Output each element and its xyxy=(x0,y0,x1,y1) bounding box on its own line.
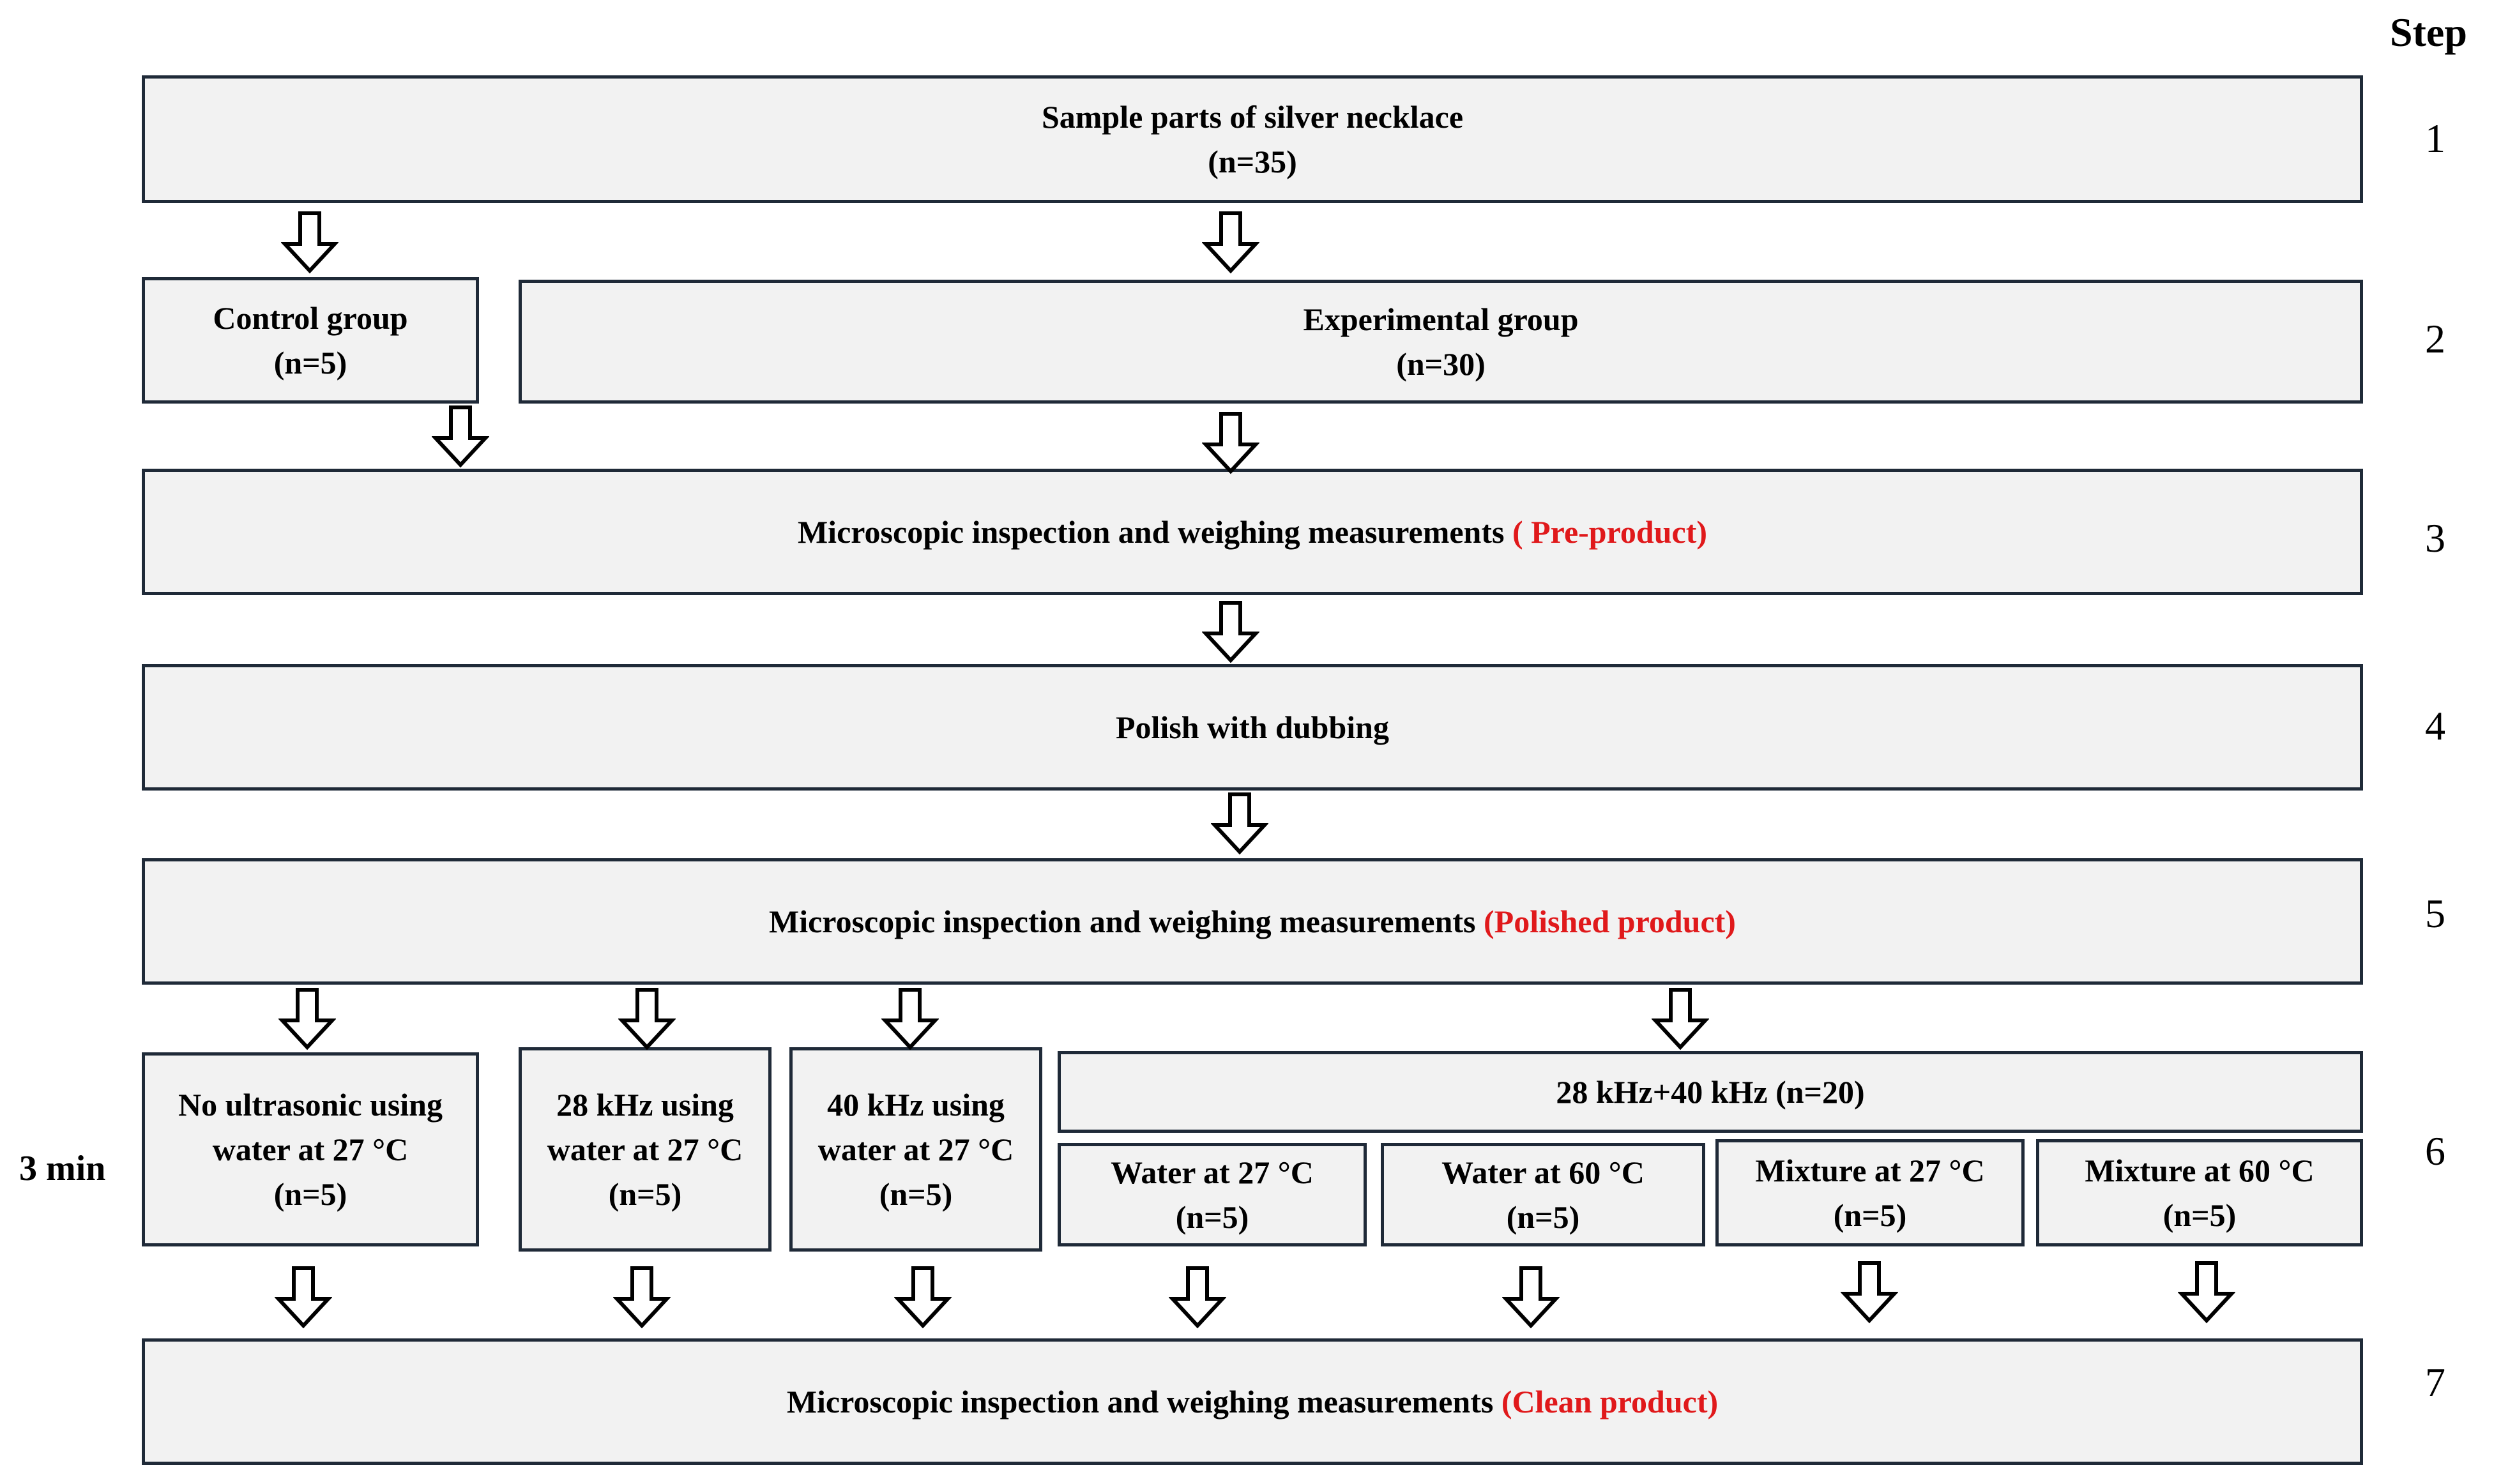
mixture-60-title: Mixture at 60 °C xyxy=(2085,1153,2315,1188)
down-arrow-icon xyxy=(278,988,336,1050)
down-arrow-icon xyxy=(1211,792,1268,855)
down-arrow-icon xyxy=(881,988,939,1050)
water-27-count: (n=5) xyxy=(1175,1199,1249,1235)
step-number-3: 3 xyxy=(2425,515,2445,561)
experimental-group-count: (n=30) xyxy=(1396,346,1486,382)
down-arrow-icon xyxy=(618,988,676,1050)
water-60-count: (n=5) xyxy=(1506,1199,1580,1235)
down-arrow-icon xyxy=(432,405,489,468)
polished-product-highlight: (Polished product) xyxy=(1484,904,1736,939)
down-arrow-icon xyxy=(281,211,338,274)
pre-product-measurement-text: Microscopic inspection and weighing meas… xyxy=(797,514,1512,550)
experimental-group-box: Experimental group (n=30) xyxy=(519,280,2363,404)
polished-product-measurement-box: Microscopic inspection and weighing meas… xyxy=(142,858,2363,985)
down-arrow-icon xyxy=(275,1266,332,1329)
down-arrow-icon xyxy=(1169,1266,1226,1329)
mixture-60-count: (n=5) xyxy=(2163,1197,2237,1233)
combined-frequency-box: 28 kHz+40 kHz (n=20) xyxy=(1058,1051,2363,1133)
down-arrow-icon xyxy=(1202,211,1259,274)
polished-product-measurement-text: Microscopic inspection and weighing meas… xyxy=(769,904,1484,939)
pre-product-highlight: ( Pre-product) xyxy=(1512,514,1707,550)
duration-label: 3 min xyxy=(19,1149,106,1188)
40khz-line-1: 40 kHz using xyxy=(827,1087,1005,1123)
down-arrow-icon xyxy=(1202,601,1259,663)
no-ultrasonic-line-1: No ultrasonic using xyxy=(178,1087,443,1123)
water-60-box: Water at 60 °C (n=5) xyxy=(1381,1143,1705,1246)
down-arrow-icon xyxy=(1841,1261,1898,1324)
mixture-60-box: Mixture at 60 °C (n=5) xyxy=(2036,1139,2363,1246)
40khz-line-2: water at 27 °C xyxy=(817,1132,1014,1167)
step-number-1: 1 xyxy=(2425,116,2445,161)
sample-count: (n=35) xyxy=(1208,144,1297,179)
down-arrow-icon xyxy=(894,1266,952,1329)
mixture-27-title: Mixture at 27 °C xyxy=(1755,1153,1985,1188)
28khz-count: (n=5) xyxy=(608,1176,682,1212)
no-ultrasonic-count: (n=5) xyxy=(273,1176,347,1212)
down-arrow-icon xyxy=(1652,988,1709,1050)
sample-box: Sample parts of silver necklace (n=35) xyxy=(142,75,2363,203)
down-arrow-icon xyxy=(613,1266,671,1329)
40khz-box: 40 kHz using water at 27 °C (n=5) xyxy=(789,1047,1042,1252)
28khz-line-2: water at 27 °C xyxy=(547,1132,743,1167)
step-number-6: 6 xyxy=(2425,1128,2445,1174)
down-arrow-icon xyxy=(1202,412,1259,474)
28khz-box: 28 kHz using water at 27 °C (n=5) xyxy=(519,1047,772,1252)
water-60-title: Water at 60 °C xyxy=(1441,1155,1645,1190)
28khz-line-1: 28 kHz using xyxy=(556,1087,734,1123)
combined-frequency-text: 28 kHz+40 kHz (n=20) xyxy=(1556,1074,1865,1110)
40khz-count: (n=5) xyxy=(879,1176,953,1212)
polish-text: Polish with dubbing xyxy=(1116,709,1389,745)
clean-product-measurement-text: Microscopic inspection and weighing meas… xyxy=(786,1384,1501,1420)
polish-box: Polish with dubbing xyxy=(142,664,2363,791)
down-arrow-icon xyxy=(2178,1261,2235,1324)
no-ultrasonic-line-2: water at 27 °C xyxy=(212,1132,409,1167)
step-number-2: 2 xyxy=(2425,316,2445,361)
pre-product-measurement-box: Microscopic inspection and weighing meas… xyxy=(142,469,2363,595)
down-arrow-icon xyxy=(1502,1266,1560,1329)
water-27-box: Water at 27 °C (n=5) xyxy=(1058,1143,1367,1246)
step-number-4: 4 xyxy=(2425,703,2445,748)
step-number-5: 5 xyxy=(2425,891,2445,936)
sample-title: Sample parts of silver necklace xyxy=(1041,99,1464,135)
step-number-7: 7 xyxy=(2425,1359,2445,1405)
clean-product-highlight: (Clean product) xyxy=(1501,1384,1719,1420)
experimental-group-title: Experimental group xyxy=(1303,301,1579,337)
control-group-count: (n=5) xyxy=(273,345,347,381)
mixture-27-count: (n=5) xyxy=(1833,1197,1907,1233)
step-column-header: Step xyxy=(2390,10,2467,55)
control-group-box: Control group (n=5) xyxy=(142,277,479,404)
control-group-title: Control group xyxy=(213,300,408,336)
clean-product-measurement-box: Microscopic inspection and weighing meas… xyxy=(142,1338,2363,1465)
no-ultrasonic-box: No ultrasonic using water at 27 °C (n=5) xyxy=(142,1052,479,1246)
mixture-27-box: Mixture at 27 °C (n=5) xyxy=(1715,1139,2025,1246)
water-27-title: Water at 27 °C xyxy=(1111,1155,1314,1190)
